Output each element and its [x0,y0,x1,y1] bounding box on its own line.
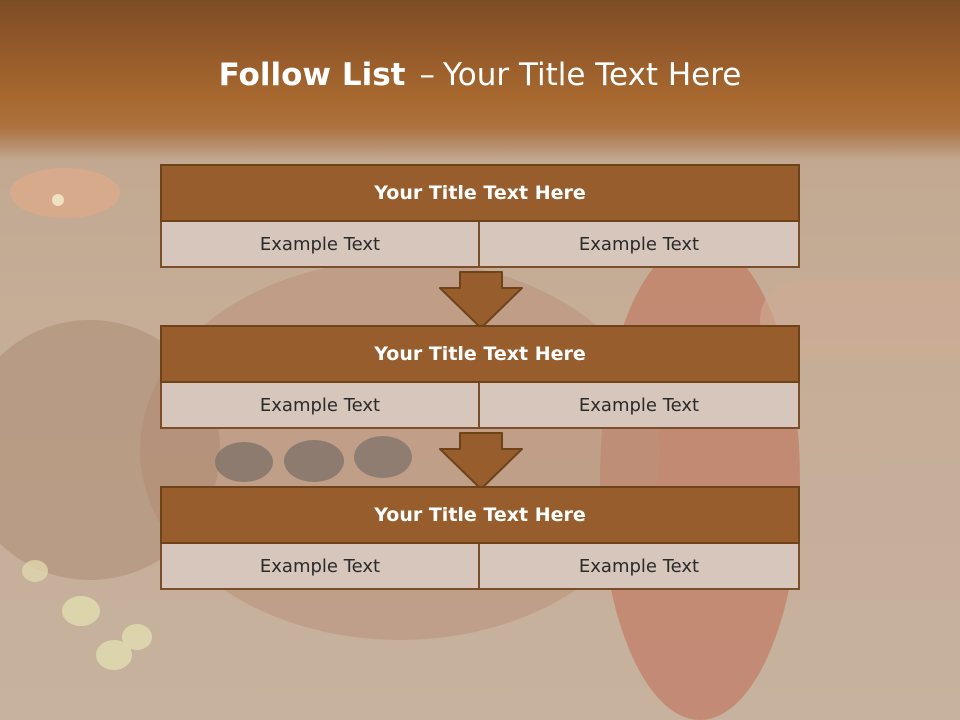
title-bold-part: Follow List [218,57,406,93]
block-row: Example Text Example Text [160,383,800,429]
block-cell-left: Example Text [160,222,480,268]
title-rest: Your Title Text Here [442,57,742,93]
hot-stone [354,436,412,478]
block-row: Example Text Example Text [160,544,800,590]
block-heading: Your Title Text Here [160,486,800,544]
flower [22,560,48,582]
flower [62,596,100,626]
block-cell-right: Example Text [480,383,800,429]
flow-block-3: Your Title Text Here Example Text Exampl… [160,486,800,590]
block-heading: Your Title Text Here [160,325,800,383]
hot-stone [215,442,273,482]
block-cell-right: Example Text [480,222,800,268]
header-band [0,0,960,160]
flower [122,624,152,650]
block-cell-left: Example Text [160,544,480,590]
block-cell-right: Example Text [480,544,800,590]
flow-block-2: Your Title Text Here Example Text Exampl… [160,325,800,429]
block-row: Example Text Example Text [160,222,800,268]
flow-block-1: Your Title Text Here Example Text Exampl… [160,164,800,268]
down-arrow-icon [439,432,523,490]
block-heading: Your Title Text Here [160,164,800,222]
candle-glow [10,168,120,218]
block-cell-left: Example Text [160,383,480,429]
hot-stone [284,440,344,482]
title-separator: – [419,57,435,93]
candle-flame-icon [52,194,64,206]
down-arrow-icon [439,271,523,329]
slide-title: Follow List–Your Title Text Here [0,52,960,98]
